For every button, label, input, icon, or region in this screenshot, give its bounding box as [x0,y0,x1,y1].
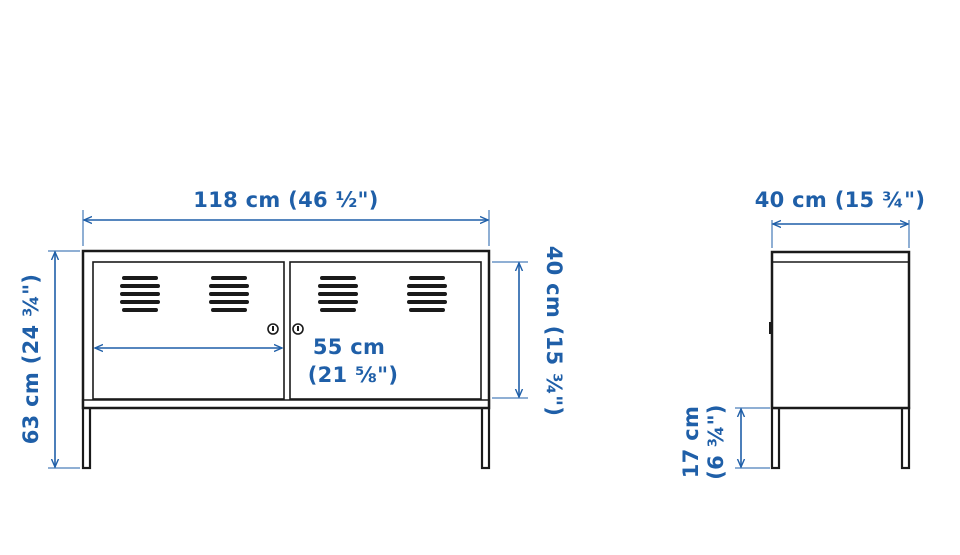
right-lock-icon [292,323,304,335]
side-left-leg [770,406,781,470]
side-right-leg [900,406,911,470]
left-lock-icon [267,323,279,335]
vent-group-1 [120,276,160,312]
front-right-leg [480,398,491,470]
dimension-labels: 118 cm (46 ½") 63 cm (24 ¾") 40 cm (15 ¾… [19,188,925,480]
overall-height-label: 63 cm (24 ¾") [19,274,43,445]
side-view-cabinet [769,250,911,470]
leg-height-label-line1: 17 cm [679,406,703,478]
dimension-lines [48,210,909,468]
side-cabinet-body [770,250,911,410]
left-door [92,261,285,400]
door-height-label: 40 cm (15 ¾") [542,246,566,417]
vent-group-3 [318,276,358,312]
front-view-cabinet [81,249,491,470]
vent-group-4 [407,276,447,312]
door-width-label-line1: 55 cm [313,335,385,359]
door-width-label-line2: (21 ⅝") [308,363,399,387]
front-left-leg [81,398,92,470]
vent-group-2 [209,276,249,312]
side-lock-icon [769,322,772,334]
right-door [289,261,482,400]
leg-height-label-line2: (6 ¾") [704,404,728,480]
front-cabinet-body [81,249,491,410]
depth-label: 40 cm (15 ¾") [755,188,926,212]
overall-width-label: 118 cm (46 ½") [193,188,378,212]
